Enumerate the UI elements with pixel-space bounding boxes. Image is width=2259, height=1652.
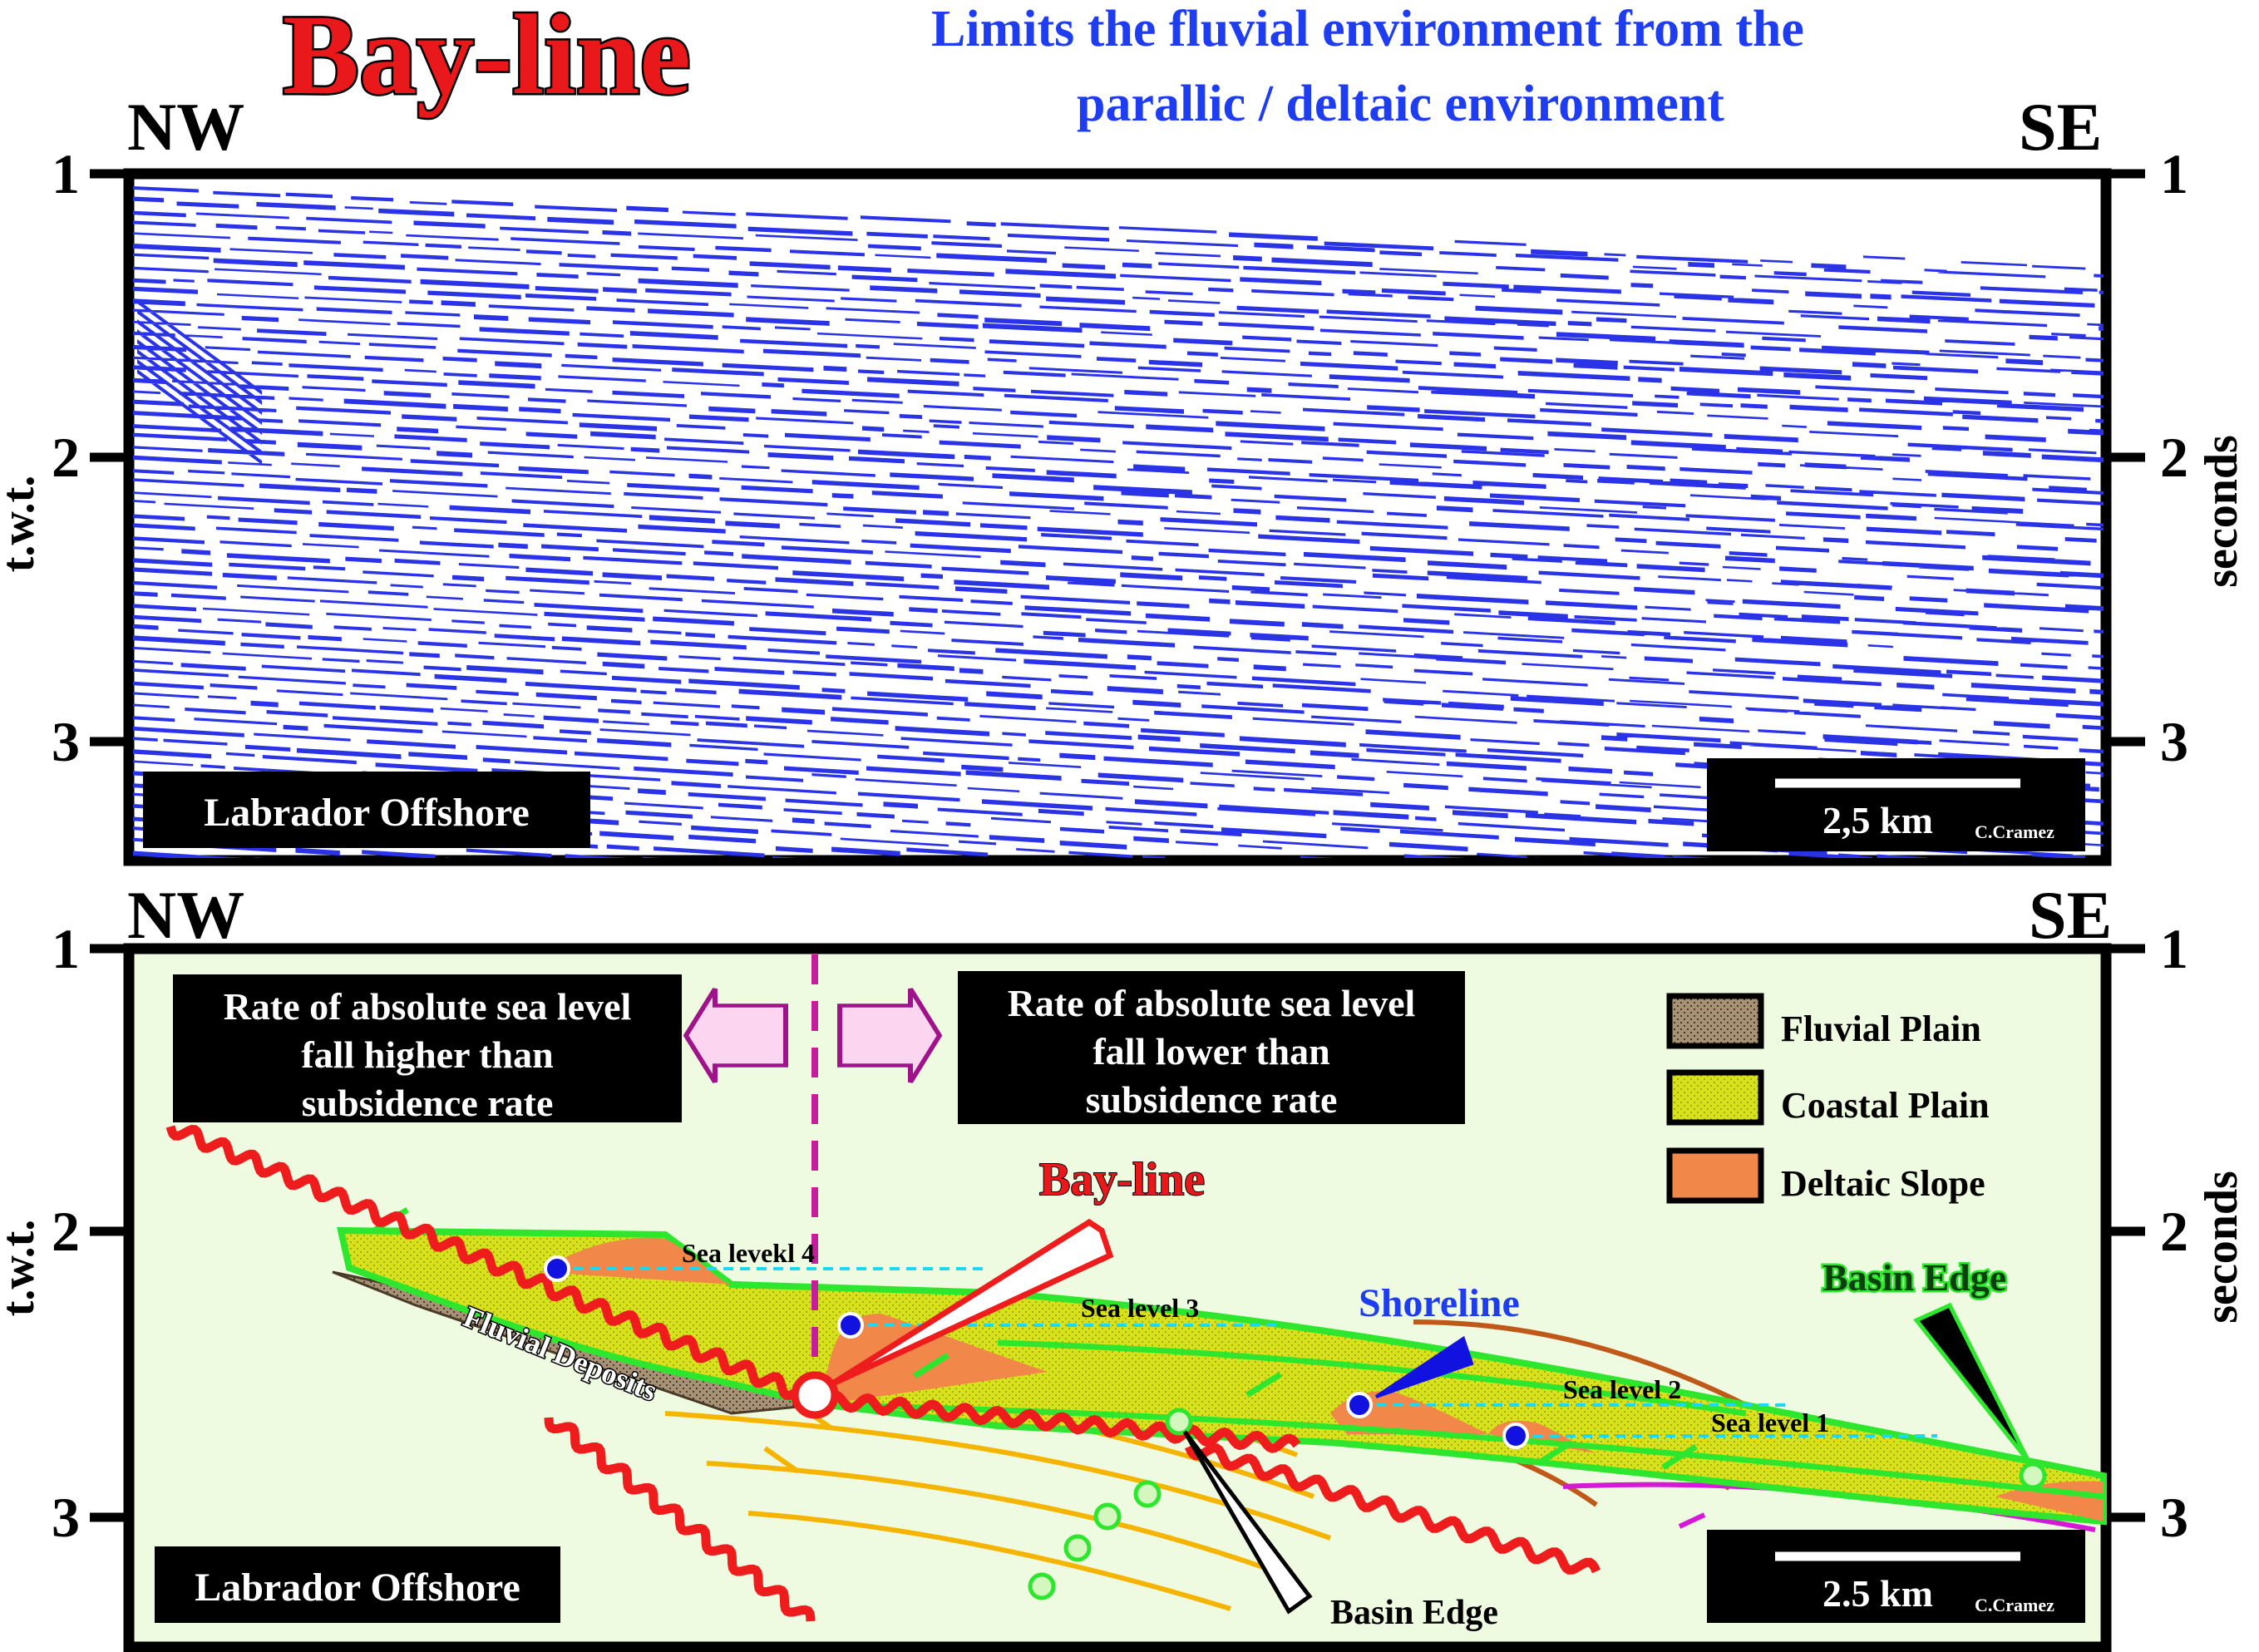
left-rate-line-3: subsidence rate xyxy=(302,1082,554,1124)
green-clinoforms xyxy=(349,1207,2104,1500)
interp-nw-label: NW xyxy=(127,877,244,953)
right-rate-line-3: subsidence rate xyxy=(1086,1078,1338,1121)
interp-tick-3-left: 3 xyxy=(52,1486,80,1549)
seismic-tick-1-left: 1 xyxy=(52,142,80,205)
unconformity-right xyxy=(1184,1443,1601,1575)
interp-tick-1-right: 1 xyxy=(2160,917,2188,980)
legend-label-deltaic: Deltaic Slope xyxy=(1781,1163,1985,1204)
legend-label-coastal: Coastal Plain xyxy=(1781,1085,1990,1126)
legend: Fluvial Plain Coastal Plain Deltaic Slop… xyxy=(1666,993,1990,1204)
interp-tick-3-right: 3 xyxy=(2160,1486,2188,1549)
basin-edge-label-bottom: Basin Edge xyxy=(1330,1594,1498,1632)
interp-scale-box xyxy=(1707,1530,2085,1623)
interp-se-label: SE xyxy=(2029,877,2112,953)
legend-swatch-coastal xyxy=(1666,1069,1764,1126)
seismic-reflector-texture xyxy=(133,186,2104,858)
seismic-right-axis-label: seconds xyxy=(2196,435,2247,588)
interp-credit: C.Cramez xyxy=(1975,1595,2054,1615)
sea-level-1-label: Sea level 1 xyxy=(1711,1408,1829,1437)
unconformity-lower xyxy=(544,1417,816,1622)
seismic-scale-label: 2,5 km xyxy=(1822,799,1933,841)
basin-edge-pointer-bottom-icon xyxy=(1182,1430,1313,1615)
legend-swatch-deltaic xyxy=(1666,1147,1764,1204)
arrow-left-icon xyxy=(683,988,788,1083)
interp-ticks xyxy=(90,944,2145,1522)
seismic-tick-3-right: 3 xyxy=(2160,710,2188,773)
shoreline-points xyxy=(544,1255,1529,1449)
basin-edge-label-top: Basin Edge xyxy=(1822,1256,2006,1299)
bayline-point xyxy=(791,1371,839,1419)
coastal-plain-area xyxy=(336,1226,2107,1526)
seismic-left-axis-label: t.w.t. xyxy=(0,476,44,573)
interp-left-axis-label: t.w.t. xyxy=(0,1220,44,1317)
seismic-tick-2-left: 2 xyxy=(52,426,80,489)
sea-level-4-label: Sea levekl 4 xyxy=(682,1238,815,1268)
title: Bay-line xyxy=(283,0,691,118)
shoreline-pointer-icon xyxy=(1374,1335,1474,1398)
seismic-se-label: SE xyxy=(2019,89,2102,165)
seismic-location-label: Labrador Offshore xyxy=(204,791,530,835)
interp-location-label: Labrador Offshore xyxy=(195,1566,520,1610)
shoreline-label: Shoreline xyxy=(1359,1281,1520,1325)
subtitle-line-1: Limits the fluvial environment from the xyxy=(931,1,1804,57)
seismic-location-box xyxy=(143,772,590,848)
interpretation-panel: NW SE 1 2 3 1 2 3 t.w.t. seconds xyxy=(0,877,2247,1652)
left-rate-box xyxy=(173,974,682,1122)
seismic-ticks xyxy=(90,169,2145,747)
seismic-tick-1-right: 1 xyxy=(2160,142,2188,205)
legend-label-fluvial: Fluvial Plain xyxy=(1781,1008,1981,1049)
interp-location-box xyxy=(155,1546,560,1623)
left-rate-line-2: fall higher than xyxy=(301,1033,553,1076)
seismic-nw-label: NW xyxy=(127,89,244,165)
seismic-tick-2-right: 2 xyxy=(2160,426,2188,489)
interp-tick-2-left: 2 xyxy=(52,1200,80,1263)
seismic-panel: NW SE 1 2 3 1 2 3 t.w.t. seconds Labrado… xyxy=(0,89,2247,866)
seismic-reflectors xyxy=(133,186,2104,858)
right-rate-line-2: fall lower than xyxy=(1093,1030,1329,1073)
interp-right-axis-label: seconds xyxy=(2196,1171,2247,1324)
interp-tick-1-left: 1 xyxy=(52,917,80,980)
right-rate-line-1: Rate of absolute sea level xyxy=(1008,982,1416,1024)
unconformity-main xyxy=(165,1124,1301,1453)
subtitle-line-2: parallic / deltaic environment xyxy=(1077,76,1724,132)
bayline-label: Bay-line xyxy=(1039,1154,1205,1206)
bayline-pointer-icon xyxy=(830,1218,1114,1388)
seismic-tick-3-left: 3 xyxy=(52,710,80,773)
basin-edge-pointer-top-icon xyxy=(1913,1302,2031,1463)
sea-level-2-label: Sea level 2 xyxy=(1563,1374,1681,1404)
interp-scale-label: 2.5 km xyxy=(1822,1572,1933,1615)
sea-level-3-label: Sea level 3 xyxy=(1081,1293,1199,1323)
seismic-scale-box xyxy=(1707,758,2085,851)
arrow-right-icon xyxy=(837,988,943,1083)
right-rate-box xyxy=(958,971,1465,1124)
left-rate-line-1: Rate of absolute sea level xyxy=(224,985,632,1028)
basin-edge-points xyxy=(1028,1408,2047,1600)
legend-swatch-fluvial xyxy=(1666,993,1764,1049)
interp-tick-2-right: 2 xyxy=(2160,1200,2188,1263)
seismic-credit: C.Cramez xyxy=(1975,821,2054,842)
